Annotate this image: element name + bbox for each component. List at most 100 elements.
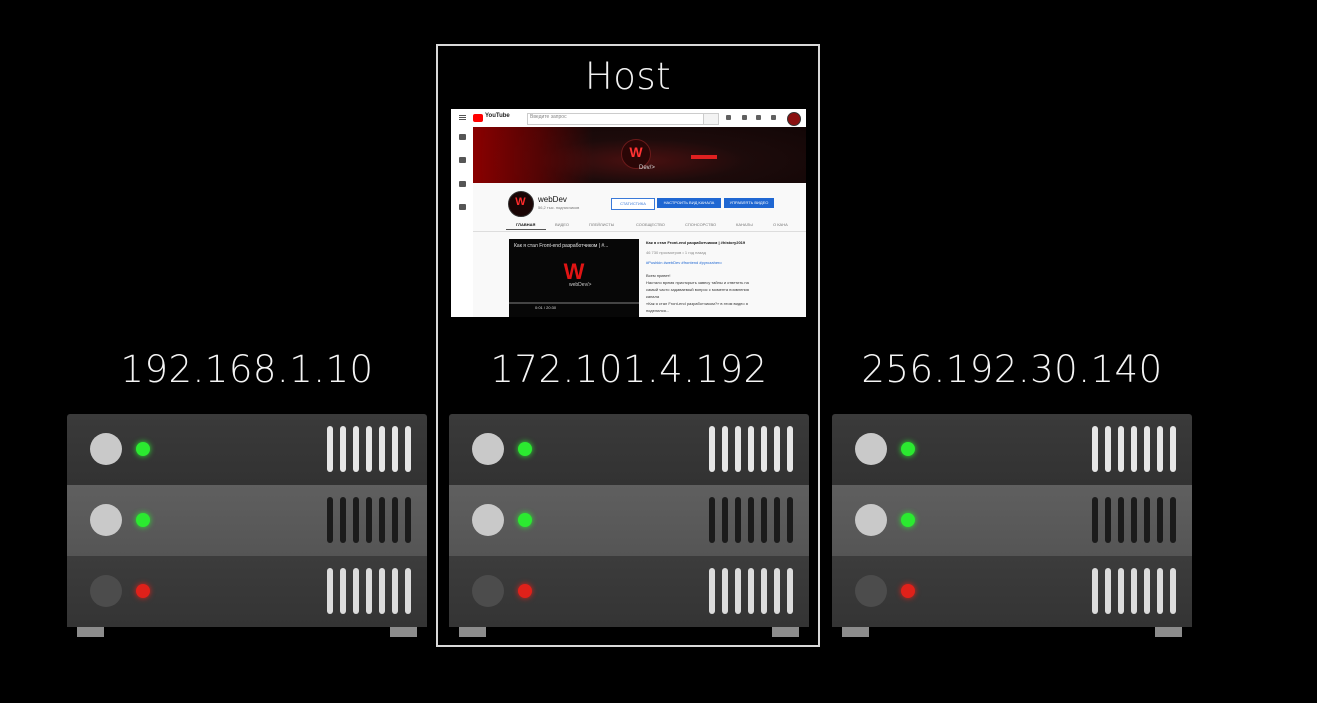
status-led-icon (901, 584, 915, 598)
server-unit (67, 414, 427, 485)
channel-name: webDev (538, 195, 567, 204)
server-foot (77, 627, 104, 637)
vent-slot (379, 497, 385, 543)
vent-slot (1131, 568, 1137, 614)
description-line: «Как я стал Front-end разработчиком?» в … (646, 301, 748, 306)
banner-subscribe-strip (691, 155, 717, 159)
tab-community: СООБЩЕСТВО (636, 222, 665, 227)
vent-slot (1105, 568, 1111, 614)
status-led-icon (518, 584, 532, 598)
status-led-icon (518, 513, 532, 527)
power-button-icon (855, 433, 887, 465)
banner-logo-circle (621, 139, 651, 169)
server-ip-label: 172.101.4.192 (490, 348, 768, 391)
vent-slot (327, 426, 333, 472)
tabs-divider (473, 231, 806, 232)
tab-home: ГЛАВНАЯ (516, 222, 536, 227)
active-tab-indicator (506, 229, 546, 230)
description-line: Всем привет! (646, 273, 671, 278)
server-foot (459, 627, 486, 637)
server-unit (67, 556, 427, 627)
library-icon (459, 204, 466, 210)
vent-slot (1092, 568, 1098, 614)
description-line: самый часто задаваемый вопрос с момента … (646, 287, 749, 292)
manage-videos-button: УПРАВЛЯТЬ ВИДЕО (724, 198, 774, 208)
status-led-icon (901, 442, 915, 456)
power-button-icon (472, 575, 504, 607)
vent-slot (1157, 497, 1163, 543)
vent-slot (787, 568, 793, 614)
server-foot (772, 627, 799, 637)
description-line: канала (646, 294, 660, 299)
youtube-channel-screenshot: YouTube Введите запрос W Dev/> W webDev … (451, 109, 806, 317)
vent-slot (709, 497, 715, 543)
server-unit (67, 485, 427, 556)
yt-sidebar (451, 127, 473, 317)
vent-grille (1092, 568, 1178, 614)
vent-slot (761, 568, 767, 614)
server-unit (449, 414, 809, 485)
vent-slot (353, 497, 359, 543)
vent-slot (748, 568, 754, 614)
server-foot (842, 627, 869, 637)
vent-slot (340, 568, 346, 614)
vent-slot (405, 568, 411, 614)
vent-slot (1092, 426, 1098, 472)
vent-slot (1157, 426, 1163, 472)
vent-grille (709, 497, 795, 543)
vent-slot (1105, 426, 1111, 472)
vent-slot (405, 497, 411, 543)
vent-grille (327, 568, 413, 614)
vent-slot (761, 426, 767, 472)
host-frame (436, 44, 820, 647)
vent-slot (353, 568, 359, 614)
server-unit (832, 485, 1192, 556)
status-led-icon (518, 442, 532, 456)
vent-slot (774, 426, 780, 472)
banner-logo-letter: W (629, 144, 643, 160)
tab-channels: КАНАЛЫ (736, 222, 753, 227)
vent-slot (366, 568, 372, 614)
vent-slot (1118, 426, 1124, 472)
tab-playlists: ПЛЕЙЛИСТЫ (589, 222, 615, 227)
vent-slot (327, 568, 333, 614)
status-led-icon (136, 442, 150, 456)
channel-subscribers: 56,2 тыс. подписчиков (538, 205, 580, 210)
channel-avatar (508, 191, 534, 217)
status-led-icon (901, 513, 915, 527)
apps-icon (756, 115, 761, 120)
mic-icon (726, 115, 731, 120)
vent-slot (1144, 426, 1150, 472)
server-unit (449, 485, 809, 556)
vent-slot (1118, 497, 1124, 543)
vent-grille (709, 568, 795, 614)
bell-icon (771, 115, 776, 120)
vent-slot (748, 497, 754, 543)
vent-slot (722, 497, 728, 543)
power-button-icon (855, 575, 887, 607)
video-logo-letter: W (563, 259, 585, 284)
status-led-icon (136, 584, 150, 598)
yt-avatar (787, 112, 801, 126)
vent-slot (735, 497, 741, 543)
banner-logo-subtext: Dev/> (639, 165, 655, 171)
server-rack (449, 414, 809, 637)
yt-search-icon (703, 113, 719, 125)
power-button-icon (855, 504, 887, 536)
create-video-icon (742, 115, 747, 120)
description-meta: 46 730 просмотров • 1 год назад (646, 250, 706, 255)
vent-slot (1144, 568, 1150, 614)
vent-slot (722, 426, 728, 472)
server-rack (832, 414, 1192, 637)
host-title: Host (584, 55, 672, 98)
youtube-logo-icon (473, 114, 483, 122)
vent-slot (774, 497, 780, 543)
subscriptions-icon (459, 181, 466, 187)
power-button-icon (472, 433, 504, 465)
tab-sponsorship: СПОНСОРСТВО (685, 222, 717, 227)
stats-button: СТАТИСТИКА (611, 198, 655, 210)
vent-slot (366, 497, 372, 543)
yt-search-placeholder: Введите запрос (530, 114, 567, 120)
vent-slot (379, 568, 385, 614)
server-unit (449, 556, 809, 627)
